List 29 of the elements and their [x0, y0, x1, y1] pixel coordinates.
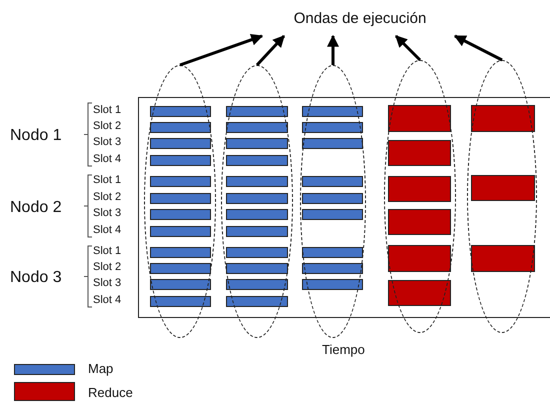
wave-ellipse [144, 65, 216, 338]
arrow [327, 34, 339, 65]
legend-label: Reduce [88, 385, 133, 400]
arrow [454, 34, 503, 62]
slot-label: Slot 4 [93, 153, 122, 166]
slot-label: Slot 3 [93, 277, 122, 290]
wave-ellipse [384, 60, 456, 333]
node-label: Nodo 3 [10, 269, 62, 287]
wave-ellipse [221, 65, 293, 338]
slot-label: Slot 1 [93, 104, 122, 117]
arrow [180, 34, 264, 66]
slot-label: Slot 1 [93, 245, 122, 258]
slot-label: Slot 3 [93, 207, 122, 220]
slot-label: Slot 4 [93, 224, 122, 237]
axis-label: Tiempo [322, 342, 365, 357]
slot-label: Slot 2 [93, 191, 122, 204]
node-label: Nodo 2 [10, 199, 62, 217]
slot-label: Slot 4 [93, 294, 122, 307]
slot-label: Slot 1 [93, 174, 122, 187]
wave-ellipse [300, 65, 366, 338]
legend-label: Map [88, 361, 114, 376]
slot-label: Slot 2 [93, 120, 122, 133]
wave-ellipse [467, 60, 537, 333]
title-text: Ondas de ejecución [256, 8, 464, 36]
slot-label: Slot 2 [93, 261, 122, 274]
slot-label: Slot 3 [93, 136, 122, 149]
arrow [394, 34, 422, 62]
arrow [256, 34, 286, 66]
node-label: Nodo 1 [10, 127, 62, 145]
